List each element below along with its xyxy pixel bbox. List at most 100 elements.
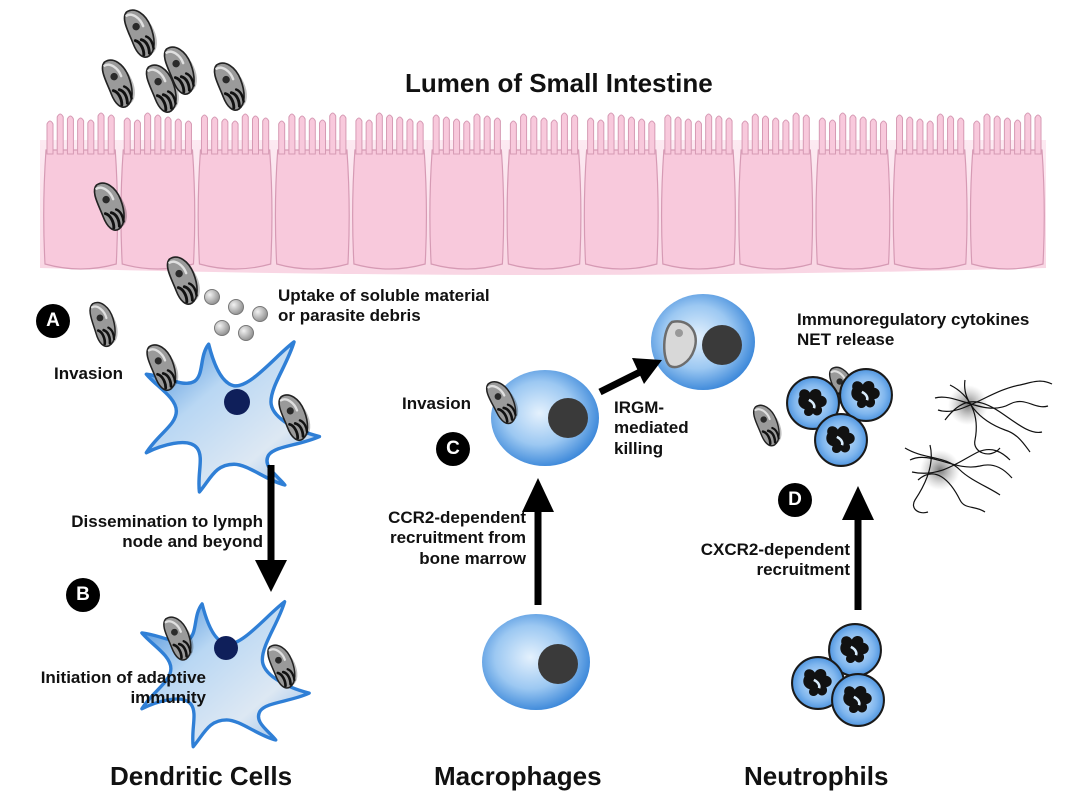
microvillus	[211, 116, 219, 155]
neutrophils-title: Neutrophils	[744, 761, 889, 791]
microvillus	[560, 112, 568, 155]
epithelial-cell	[429, 149, 505, 270]
neutrophils-active	[748, 361, 894, 468]
microvillus	[849, 114, 857, 155]
microvillus	[772, 117, 780, 155]
cxcr2-label: CXCR2-dependent recruitment	[700, 540, 850, 580]
microvillus	[607, 112, 615, 155]
microvillus	[87, 119, 95, 155]
microvillus	[587, 117, 595, 155]
microvillus	[664, 114, 672, 155]
microvillus	[375, 112, 383, 155]
microvillus	[154, 114, 162, 155]
microvillus	[396, 116, 404, 155]
dendritic-cell-top	[84, 297, 322, 494]
microvillus	[453, 118, 461, 155]
microvillus	[983, 113, 991, 155]
microvillus	[896, 114, 904, 155]
microvillus	[133, 119, 141, 155]
badge-c: C	[436, 432, 470, 466]
microvillus	[355, 117, 363, 155]
epithelial-cell	[583, 149, 659, 270]
microvillus	[308, 117, 316, 155]
epithelial-cells	[43, 112, 1045, 270]
microvillus	[288, 113, 296, 155]
microvillus	[782, 119, 790, 155]
microvillus	[473, 113, 481, 155]
epithelial-cell	[660, 149, 736, 270]
macrophage-recruited	[482, 614, 590, 710]
microvillus	[993, 115, 1001, 155]
microvillus	[638, 118, 646, 155]
intestinal-epithelium	[40, 112, 1046, 275]
initiation-label: Initiation of adaptive immunity	[40, 668, 206, 708]
microvillus	[859, 116, 867, 155]
microvillus	[751, 113, 759, 155]
microvillus	[329, 112, 337, 155]
epithelial-cell	[738, 149, 814, 270]
microvillus	[741, 120, 749, 155]
microvillus	[571, 114, 579, 155]
ccr2-label: CCR2-dependent recruitment from bone mar…	[388, 508, 526, 568]
microvillus	[278, 120, 286, 155]
epithelial-cell	[352, 149, 428, 270]
microvillus	[463, 120, 471, 155]
microvillus	[1014, 119, 1022, 155]
lumen-title: Lumen of Small Intestine	[405, 68, 713, 98]
microvillus	[509, 120, 517, 155]
microvillus	[77, 117, 85, 155]
microvillus	[56, 113, 64, 155]
microvillus	[319, 119, 327, 155]
microvillus	[947, 115, 955, 155]
microvillus	[174, 118, 182, 155]
microvillus	[251, 115, 259, 155]
irgm-label: IRGM- mediated killing	[614, 398, 689, 458]
microvillus	[483, 115, 491, 155]
dendritic-cell-bottom	[140, 599, 311, 749]
microvillus	[829, 119, 837, 155]
microvillus	[144, 112, 152, 155]
dissemination-arrow	[255, 465, 287, 592]
microvillus	[839, 112, 847, 155]
microvillus	[540, 117, 548, 155]
microvillus	[674, 116, 682, 155]
microvillus	[684, 118, 692, 155]
microvillus	[1003, 117, 1011, 155]
microvillus	[432, 114, 440, 155]
uptake-label: Uptake of soluble material or parasite d…	[278, 286, 490, 326]
microvillus	[339, 114, 347, 155]
epithelial-cell	[274, 149, 350, 270]
epithelial-cell	[506, 149, 582, 270]
microvillus	[1034, 114, 1042, 155]
microvillus	[530, 115, 538, 155]
epithelial-cell	[197, 149, 273, 270]
microvillus	[298, 115, 306, 155]
microvillus	[231, 120, 239, 155]
microvillus	[550, 119, 558, 155]
microvillus	[97, 112, 105, 155]
neutrophils-recruited	[790, 622, 886, 728]
microvillus	[406, 118, 414, 155]
badge-a: A	[36, 304, 70, 338]
dendritic-cells-title: Dendritic Cells	[110, 761, 293, 791]
microvillus	[715, 115, 723, 155]
microvillus	[973, 120, 981, 155]
microvillus	[648, 120, 656, 155]
microvillus	[262, 117, 270, 155]
microvillus	[627, 116, 635, 155]
epithelial-cell	[969, 149, 1045, 270]
microvillus	[386, 114, 394, 155]
macrophage-invasion-label: Invasion	[402, 394, 471, 413]
badge-b: B	[66, 578, 100, 612]
microvillus	[617, 114, 625, 155]
microvillus	[365, 119, 373, 155]
microvillus	[184, 120, 192, 155]
microvillus	[442, 116, 450, 155]
microvillus	[694, 120, 702, 155]
microvillus	[761, 115, 769, 155]
microvillus	[493, 117, 501, 155]
microvillus	[725, 117, 733, 155]
microvillus	[906, 116, 914, 155]
macrophage-infected	[480, 370, 599, 466]
